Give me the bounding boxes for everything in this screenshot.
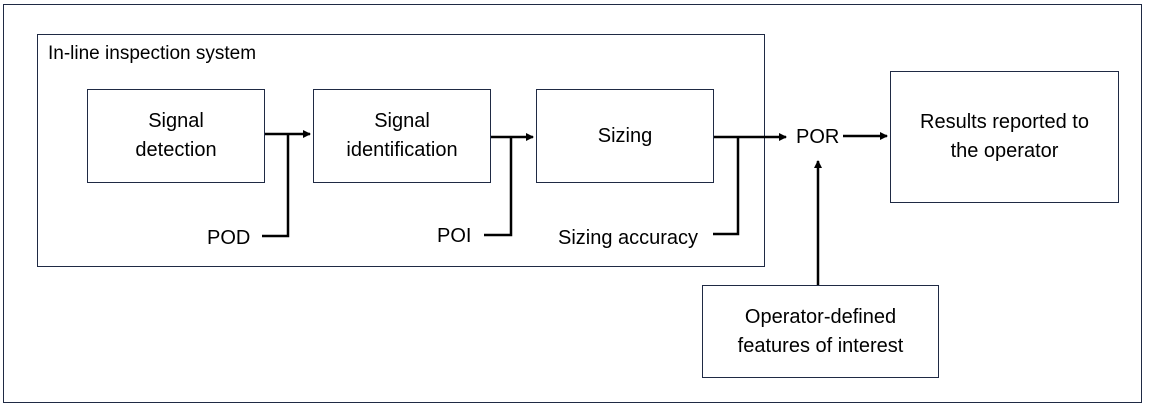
sizing-accuracy-label: Sizing accuracy xyxy=(558,227,699,249)
results-line1: Results reported to xyxy=(920,111,1089,133)
pod-label: POD xyxy=(207,227,251,249)
signal-identification-line1: Signal xyxy=(374,110,430,132)
signal-identification-box: Signal identification xyxy=(313,89,491,183)
inline-inspection-system-group xyxy=(37,34,765,267)
signal-detection-line2: detection xyxy=(135,139,217,161)
sizing-line1: Sizing xyxy=(597,124,653,147)
outer-frame xyxy=(3,4,1142,403)
poi-label: POI xyxy=(437,225,472,247)
sizing-accuracy-connector xyxy=(713,137,740,236)
results-line2: the operator xyxy=(950,140,1059,162)
signal-detection-line1: Signal xyxy=(148,110,204,132)
results-reported-box: Results reported to the operator xyxy=(890,71,1119,203)
pod-connector xyxy=(262,134,290,238)
por-label: POR xyxy=(796,126,840,148)
operator-features-line2: features of interest xyxy=(737,334,904,357)
signal-detection-box: Signal detection xyxy=(87,89,265,183)
group-title: In-line inspection system xyxy=(48,43,257,64)
sizing-box: Sizing xyxy=(536,89,714,183)
poi-connector xyxy=(484,137,513,237)
operator-features-line1: Operator-defined xyxy=(744,305,897,328)
operator-features-box: Operator-defined features of interest xyxy=(702,285,939,378)
signal-identification-line2: identification xyxy=(346,139,458,161)
